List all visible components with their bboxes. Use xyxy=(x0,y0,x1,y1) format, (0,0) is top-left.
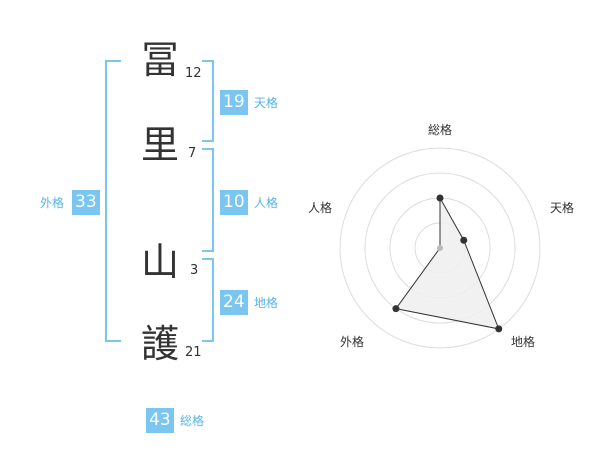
radar-axis-label-soukaku: 総格 xyxy=(428,123,453,137)
jinkaku-value-badge: 10 xyxy=(220,190,248,215)
radar-point-0 xyxy=(436,194,444,202)
chikaku-value-badge: 24 xyxy=(220,290,248,315)
jinkaku-label: 人格 xyxy=(254,196,279,210)
radar-point-1 xyxy=(460,236,468,244)
tenkaku-label: 天格 xyxy=(254,96,279,110)
chikaku-bracket xyxy=(202,258,214,342)
radar-center-point xyxy=(437,245,443,251)
stroke-count-2: 7 xyxy=(188,146,197,161)
radar-series-polygon xyxy=(395,196,500,330)
soukaku-value-badge: 43 xyxy=(146,408,174,433)
tenkaku-value-badge: 19 xyxy=(220,90,248,115)
jinkaku-bracket xyxy=(202,148,214,252)
name-char-1: 冨 xyxy=(140,38,179,82)
gaikaku-bracket xyxy=(105,60,121,342)
chikaku-label: 地格 xyxy=(254,296,279,310)
tenkaku-bracket xyxy=(202,60,214,142)
radar-ring xyxy=(339,147,541,349)
name-char-3: 山 xyxy=(140,240,179,284)
soukaku-label: 総格 xyxy=(180,414,205,428)
stroke-count-3: 3 xyxy=(190,263,199,278)
radar-point-2 xyxy=(495,325,503,333)
gaikaku-label: 外格 xyxy=(40,196,65,210)
gaikaku-value-badge: 33 xyxy=(72,190,100,215)
name-char-4: 護 xyxy=(140,322,179,366)
stroke-count-1: 12 xyxy=(185,66,202,81)
radar-axis-label-jinkaku: 人格 xyxy=(308,201,333,215)
radar-axis-label-gaikaku: 外格 xyxy=(340,335,365,349)
radar-point-3 xyxy=(392,305,400,313)
stroke-count-4: 21 xyxy=(185,345,202,360)
radar-axis-label-tenkaku: 天格 xyxy=(550,201,575,215)
radar-axis-label-chikaku: 地格 xyxy=(511,335,536,349)
name-char-2: 里 xyxy=(140,123,179,167)
radar-ring xyxy=(364,172,516,324)
